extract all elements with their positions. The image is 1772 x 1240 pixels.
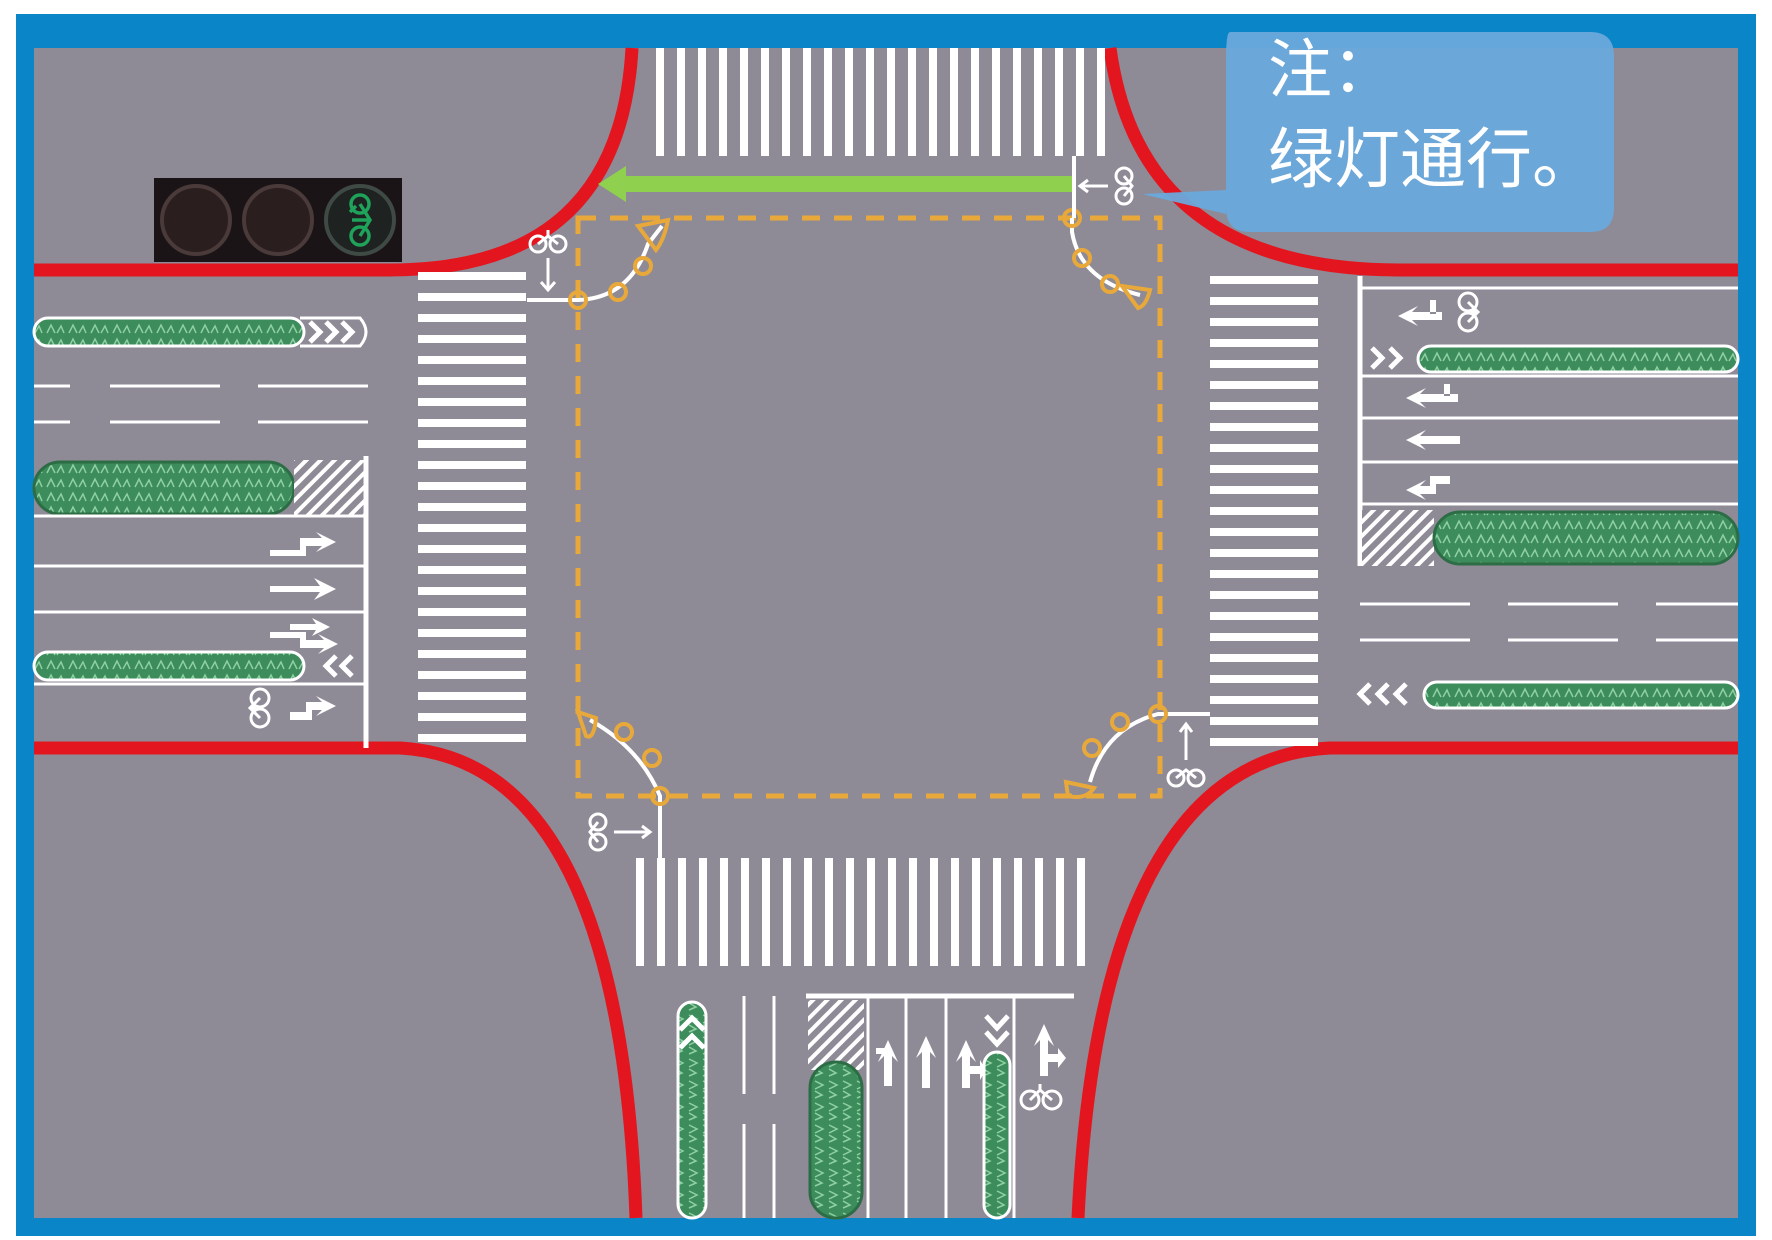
hatched-zone <box>808 1000 864 1070</box>
bicycle-waiting-area-outline <box>575 215 1163 799</box>
crosswalk-bottom <box>636 858 1085 966</box>
bicycle-icon <box>588 812 653 852</box>
hatched-zone <box>294 460 364 516</box>
chevron-icon <box>1370 346 1404 370</box>
crosswalk-left <box>418 272 526 742</box>
right-approach <box>1356 276 1740 710</box>
lane-arrow-icon <box>1398 300 1460 500</box>
bicycle-icon <box>1457 291 1481 333</box>
median-bottom-3 <box>982 1050 1012 1220</box>
chevron-icon <box>308 320 356 344</box>
median-left-3 <box>32 650 306 682</box>
green-bicycle-arrow <box>598 156 1076 218</box>
bicycle-icon <box>528 230 568 293</box>
curb-bottom-left <box>34 741 643 1219</box>
bicycle-icon <box>1166 721 1206 788</box>
median-right-2 <box>1432 510 1740 566</box>
curb-bottom-right <box>1071 741 1738 1219</box>
left-approach <box>32 316 369 748</box>
chevron-icon <box>984 1014 1010 1048</box>
note-title: 注： <box>1268 34 1396 108</box>
chevron-icon <box>322 654 354 678</box>
lane-arrow-icon <box>876 1024 1066 1088</box>
traffic-light-icon <box>154 178 402 262</box>
curb-top-left <box>34 47 639 277</box>
median-bottom-2 <box>808 1060 864 1220</box>
crosswalk-right <box>1210 276 1318 746</box>
median-bottom-1 <box>676 1000 708 1220</box>
median-right-1 <box>1416 344 1740 374</box>
bicycle-icon <box>1019 1084 1063 1111</box>
chevron-icon <box>1356 682 1408 706</box>
crosswalk-top <box>656 48 1105 156</box>
note-body: 绿灯通行。 <box>1268 121 1598 198</box>
curb-top-right <box>1103 47 1738 277</box>
chevron-icon <box>678 1014 706 1050</box>
lamp-off-1 <box>160 184 232 256</box>
median-left-2 <box>32 460 296 516</box>
lamp-off-2 <box>242 184 314 256</box>
bicycle-icon <box>247 687 271 729</box>
median-right-3 <box>1422 680 1740 710</box>
curbs <box>34 47 1738 1219</box>
lane-arrow-icon <box>270 532 338 720</box>
note-bubble <box>1142 32 1614 232</box>
note-callout: 注： 绿灯通行。 <box>1142 32 1614 232</box>
bottom-approach <box>676 993 1074 1220</box>
median-left-1 <box>32 316 306 348</box>
corner-bicycle-markers <box>528 166 1206 852</box>
bicycle-icon <box>1077 166 1134 206</box>
bicycle-icon <box>348 193 373 247</box>
hatched-zone <box>1362 510 1434 566</box>
guide-fans <box>574 217 1153 799</box>
